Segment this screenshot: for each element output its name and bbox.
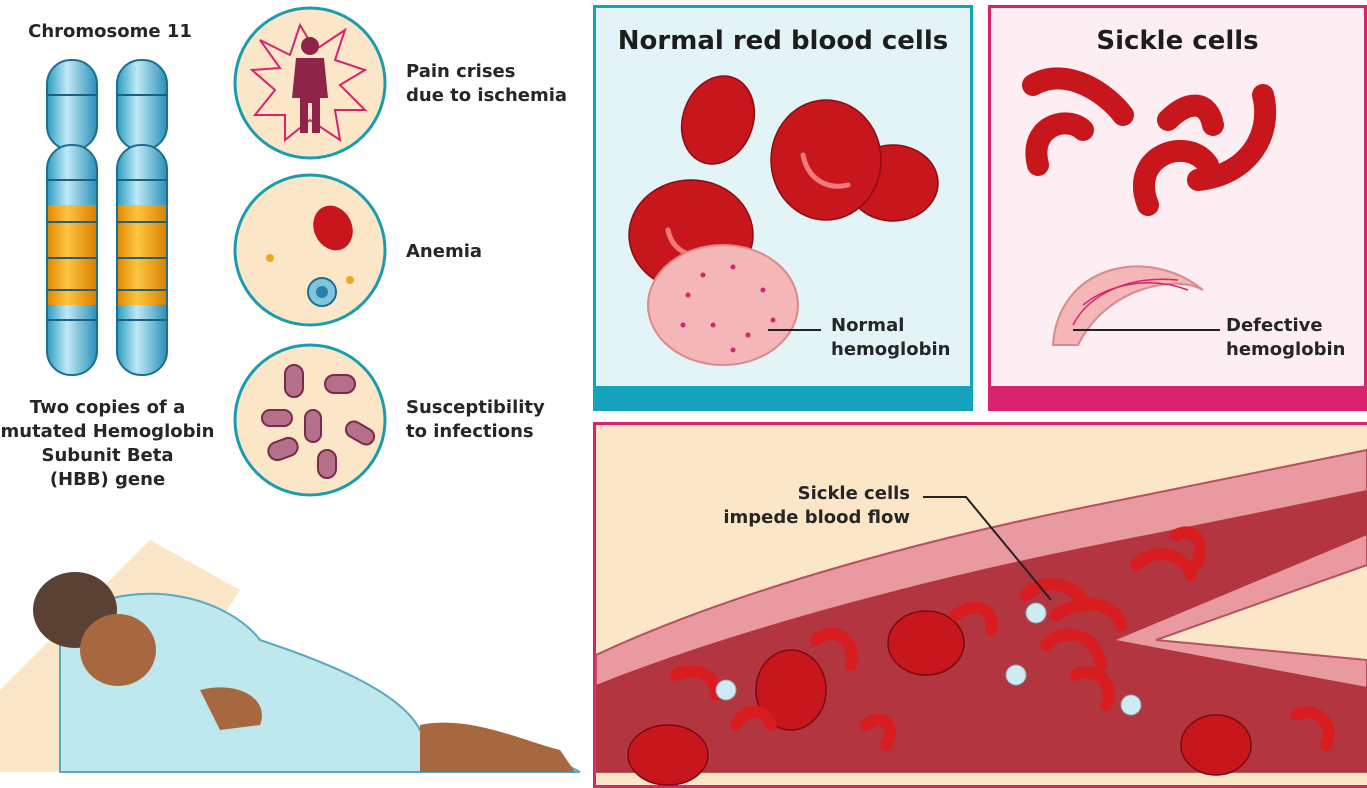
normal-cells-illustration bbox=[628, 75, 939, 366]
sickle-cells-illustration bbox=[1022, 67, 1277, 346]
bacteria-icon bbox=[233, 343, 387, 497]
symptom-label-infections: Susceptibility to infections bbox=[406, 396, 545, 444]
label-line: due to ischemia bbox=[406, 85, 568, 106]
chromosome-pair-illustration bbox=[46, 59, 168, 376]
caption-line: Two copies of a bbox=[29, 397, 186, 418]
chromosome-right bbox=[116, 59, 168, 376]
patient-illustration bbox=[0, 540, 581, 773]
label-line: Sickle cells bbox=[797, 483, 910, 504]
label-line: hemoglobin bbox=[831, 339, 951, 360]
sickle-flow-callout: Sickle cells impede blood flow bbox=[700, 482, 910, 530]
label-line: Anemia bbox=[406, 241, 483, 262]
symptom-label-pain: Pain crises due to ischemia bbox=[406, 60, 567, 108]
panel-bar bbox=[991, 386, 1364, 408]
chromosome-caption: Two copies of a mutated Hemoglobin Subun… bbox=[0, 396, 215, 492]
blood-vessel-illustration bbox=[595, 448, 1367, 786]
label-line: Defective bbox=[1226, 315, 1323, 336]
caption-line: Subunit Beta bbox=[41, 445, 174, 466]
caption-line: mutated Hemoglobin bbox=[0, 421, 215, 442]
label-line: Pain crises bbox=[406, 61, 516, 82]
symptom-icons bbox=[233, 6, 387, 497]
label-line: Normal bbox=[831, 315, 905, 336]
pain-person-icon bbox=[233, 6, 387, 160]
panel-bar bbox=[596, 386, 970, 408]
sickle-panel-title: Sickle cells bbox=[1096, 26, 1259, 56]
label-line: Susceptibility bbox=[406, 397, 545, 418]
anemia-cells-icon bbox=[233, 173, 387, 327]
label-line: to infections bbox=[406, 421, 534, 442]
caption-line: (HBB) gene bbox=[49, 469, 166, 490]
label-line: hemoglobin bbox=[1226, 339, 1346, 360]
defective-hemoglobin-callout: Defective hemoglobin bbox=[1226, 314, 1345, 362]
normal-panel-title: Normal red blood cells bbox=[617, 26, 949, 56]
symptom-label-anemia: Anemia bbox=[406, 240, 482, 264]
chromosome-left bbox=[46, 59, 98, 376]
normal-hemoglobin-callout: Normal hemoglobin bbox=[831, 314, 950, 362]
label-line: impede blood flow bbox=[723, 507, 910, 528]
chromosome-title: Chromosome 11 bbox=[28, 21, 192, 42]
